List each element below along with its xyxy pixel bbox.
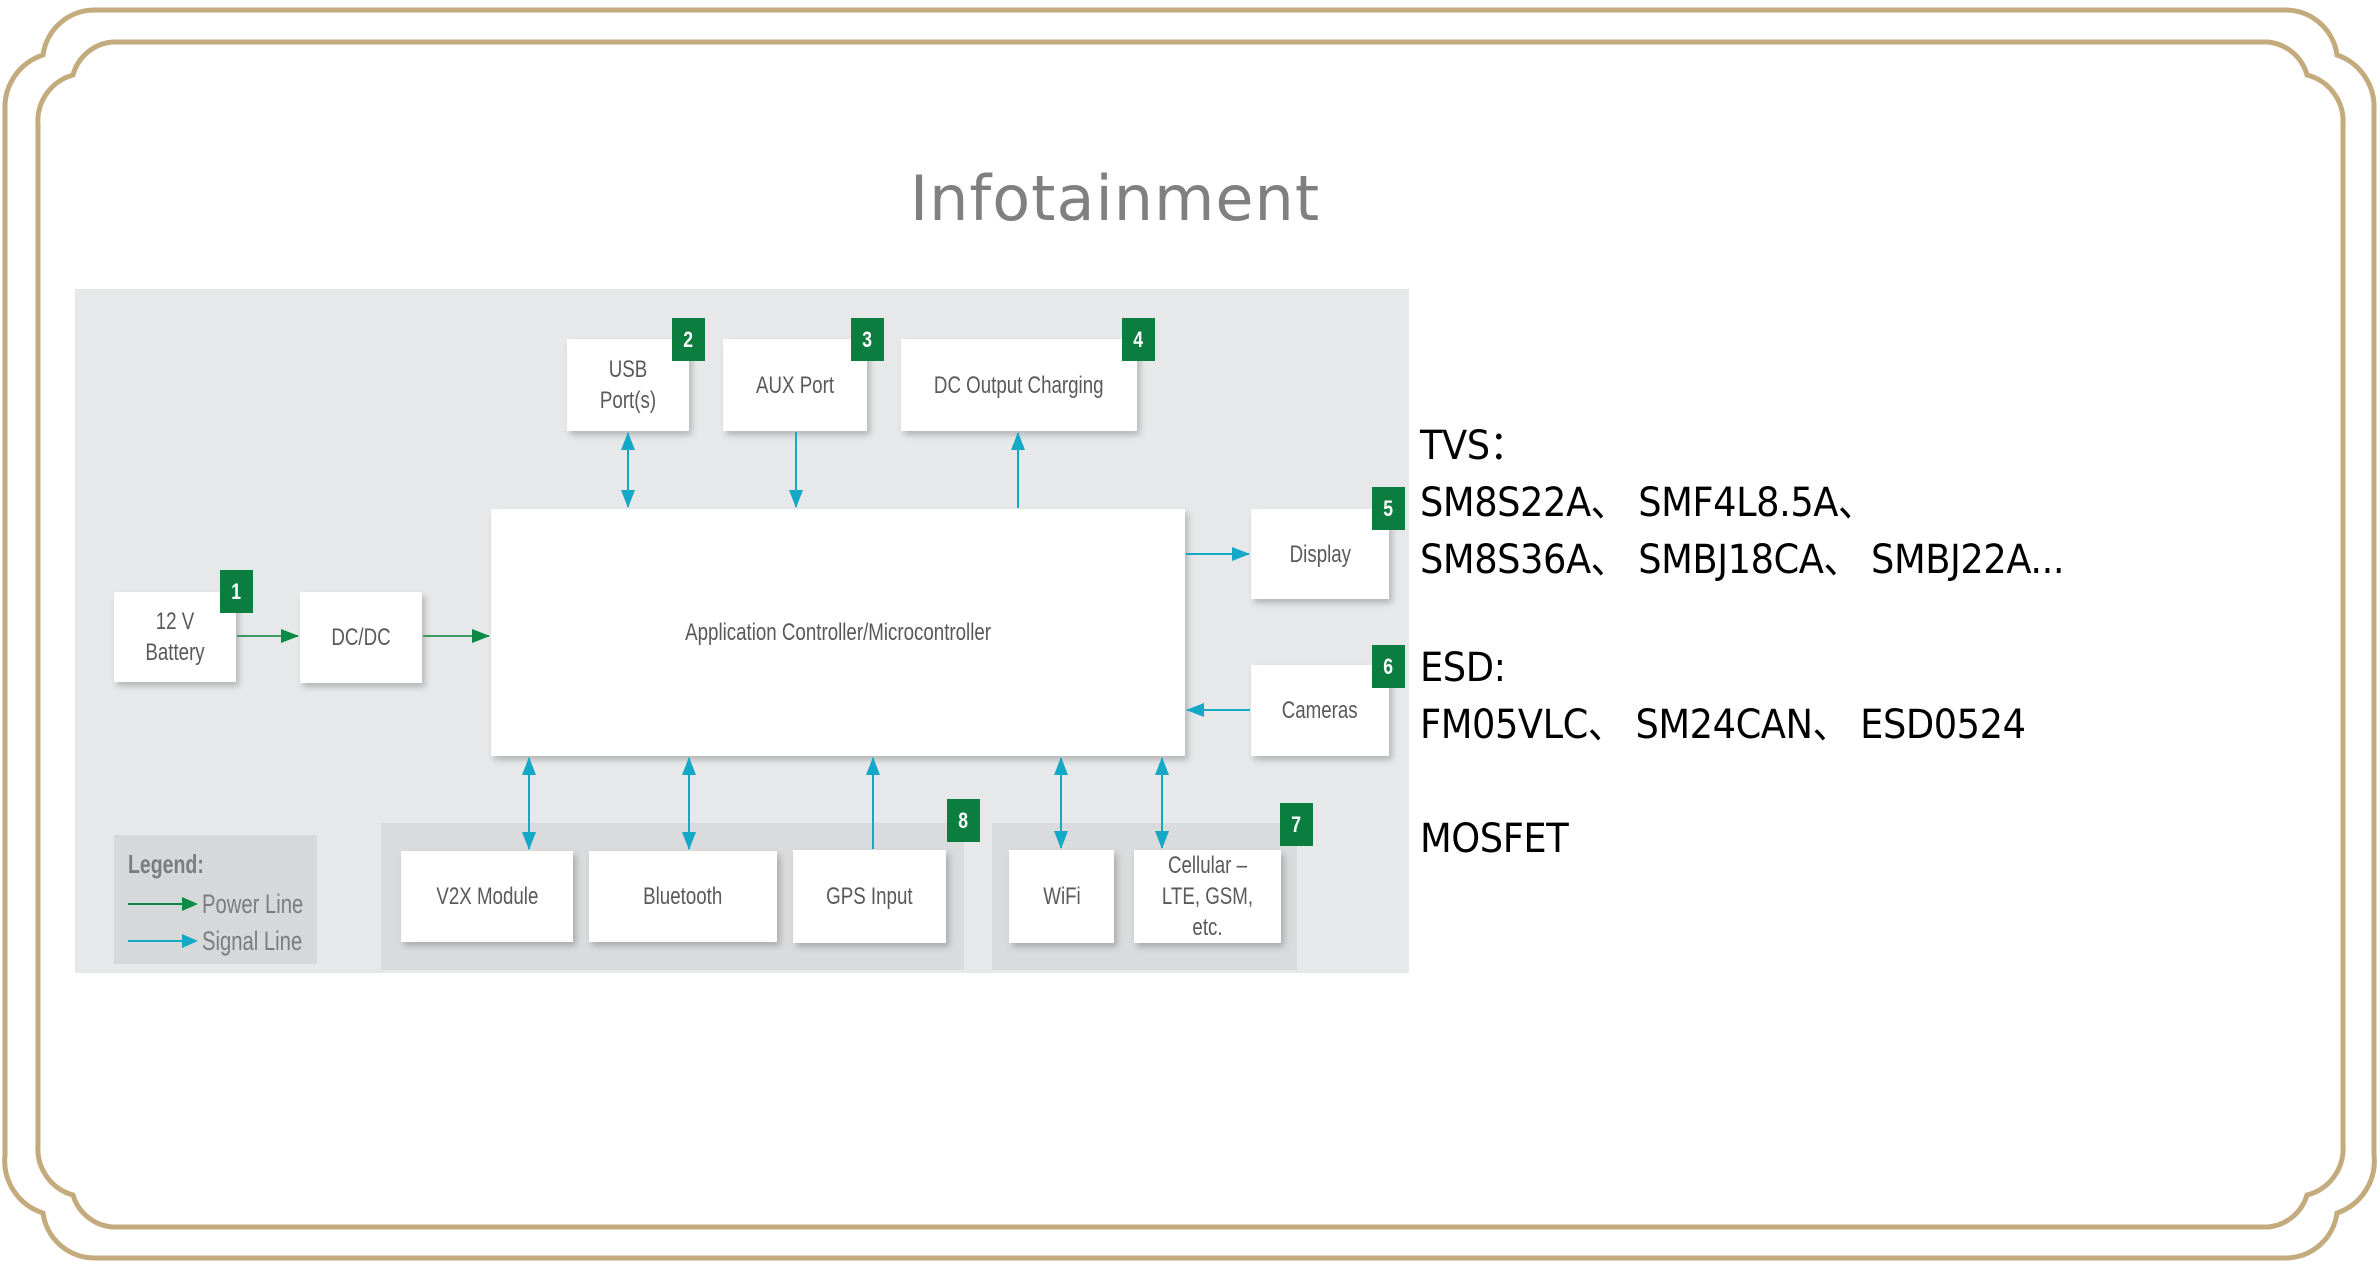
legend-power-row: Power Line [128,889,337,919]
gps-block: GPS Input [793,850,946,943]
dcdc-block: DC/DC [300,592,422,683]
legend: Legend: Power Line Signal Line [114,835,317,964]
gps-label: GPS Input [826,883,913,910]
badge-5: 5 [1372,487,1405,530]
cellular-block: Cellular – LTE, GSM, etc. [1134,850,1281,943]
cellular-label: Cellular – LTE, GSM, etc. [1161,852,1254,941]
badge-1: 1 [220,570,253,613]
battery-label: 12 V Battery [145,608,205,666]
esd-heading: ESD: [1420,645,1506,691]
tvs-heading: TVS： [1420,423,1526,469]
badge-3: 3 [851,318,884,361]
badge-2: 2 [672,318,705,361]
component-notes: TVS： SM8S22A、 SMF4L8.5A、 SM8S36A、 SMBJ18… [1420,418,2120,868]
badge-6: 6 [1372,645,1405,688]
badge-8: 8 [947,799,980,842]
cameras-label: Cameras [1282,697,1358,724]
dcdc-label: DC/DC [331,624,391,651]
usb-label: USB Port(s) [599,356,657,414]
tvs-parts-line-2: SM8S36A、 SMBJ18CA、 SMBJ22A... [1420,537,2065,583]
usb-block: USB Port(s) [567,339,689,431]
dc-output-block: DC Output Charging [901,339,1137,431]
aux-block: AUX Port [723,339,867,431]
display-label: Display [1289,540,1351,568]
mosfet-heading: MOSFET [1420,816,1569,862]
legend-signal-label: Signal Line [202,925,303,956]
controller-block: Application Controller/Microcontroller [491,509,1185,756]
v2x-block: V2X Module [401,851,573,942]
controller-label: Application Controller/Microcontroller [685,619,991,646]
legend-signal-row: Signal Line [128,926,336,956]
bluetooth-block: Bluetooth [589,851,777,942]
legend-power-label: Power Line [202,888,304,919]
esd-parts-line-1: FM05VLC、 SM24CAN、 ESD0524 [1420,702,2026,748]
display-block: Display [1251,509,1389,599]
wifi-label: WiFi [1042,883,1081,910]
wifi-block: WiFi [1009,850,1114,943]
signal-line-arrow-icon [128,934,198,948]
page-title: Infotainment [909,162,1321,235]
bluetooth-label: Bluetooth [643,883,723,910]
cameras-block: Cameras [1251,665,1389,756]
outer-frame-border [2,7,2377,1261]
badge-7: 7 [1280,803,1313,846]
badge-4: 4 [1122,318,1155,361]
aux-label: AUX Port [755,371,835,399]
v2x-label: V2X Module [436,883,538,910]
dc-output-label: DC Output Charging [934,371,1104,399]
tvs-parts-line-1: SM8S22A、 SMF4L8.5A、 [1420,480,1875,526]
power-line-arrow-icon [128,897,198,911]
legend-title: Legend: [128,849,204,879]
battery-block: 12 V Battery [114,592,236,682]
inner-frame-border [35,39,2346,1230]
